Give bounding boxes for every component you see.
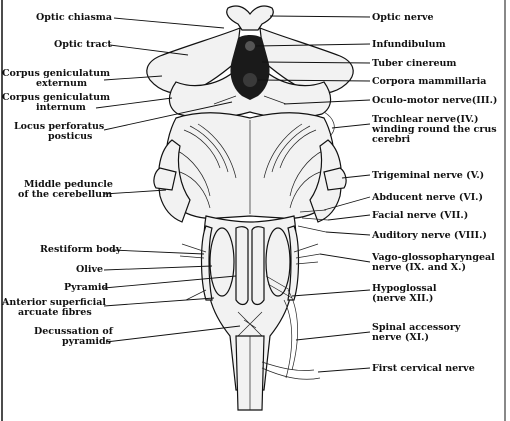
label-pyramid: Pyramid [64,282,108,293]
label-vago-glossopharyngeal-nerve: Vago-glossopharyngeal nerve (IX. and X.) [371,252,498,273]
infundibulum-shape [245,41,255,51]
trigeminal-nerve-shape [324,168,346,190]
label-hypoglossal-nerve: Hypoglossal (nerve XII.) [372,283,440,304]
label-corpora-mammillaria: Corpora mammillaria [372,76,486,87]
label-trochlear-nerve: Trochlear nerve(IV.) winding round the c… [371,114,500,145]
label-trigeminal-nerve: Trigeminal nerve (V.) [372,170,484,181]
label-optic-nerve: Optic nerve [372,12,434,23]
first-cervical-shape [262,362,320,379]
label-oculo-motor-nerve: Oculo-motor nerve(III.) [372,95,497,106]
label-restiform-body: Restiform body [40,244,122,255]
trigeminal-nerve-shape-left [154,168,176,190]
olive-shape-right [266,228,290,296]
corpora-mammillaria-shape [243,73,257,87]
label-corpus-geniculatum-externum: Corpus geniculatum externum [2,68,113,89]
label-spinal-accessory-nerve: Spinal accessory nerve (XI.) [372,322,464,343]
label-auditory-nerve: Auditory nerve (VIII.) [371,230,487,241]
label-anterior-superficial-arcuate-fibres: Anterior superficial arcuate fibres [1,297,109,318]
label-infundibulum: Infundibulum [372,39,446,50]
label-optic-chiasma: Optic chiasma [36,12,112,23]
label-decussation-of-pyramids: Decussation of pyramids [34,326,116,347]
olive-shape-left [210,228,234,296]
label-facial-nerve: Facial nerve (VII.) [372,210,468,221]
label-olive: Olive [76,264,103,275]
label-corpus-geniculatum-internum: Corpus geniculatum internum [2,92,113,113]
label-locus-perforatus-posticus: Locus perforatus posticus [14,121,108,142]
label-middle-peduncle: Middle peduncle of the cerebellum [18,179,116,200]
optic-nerve-shape [227,6,274,30]
label-optic-tract: Optic tract [54,39,112,50]
label-abducent-nerve: Abducent nerve (VI.) [371,192,483,203]
pyramid-shape-right [252,227,264,305]
label-first-cervical-nerve: First cervical nerve [372,363,475,374]
brainstem-illustration [147,6,353,410]
pyramid-shape-left [236,227,248,305]
label-tuber-cinereum: Tuber cinereum [372,58,456,69]
